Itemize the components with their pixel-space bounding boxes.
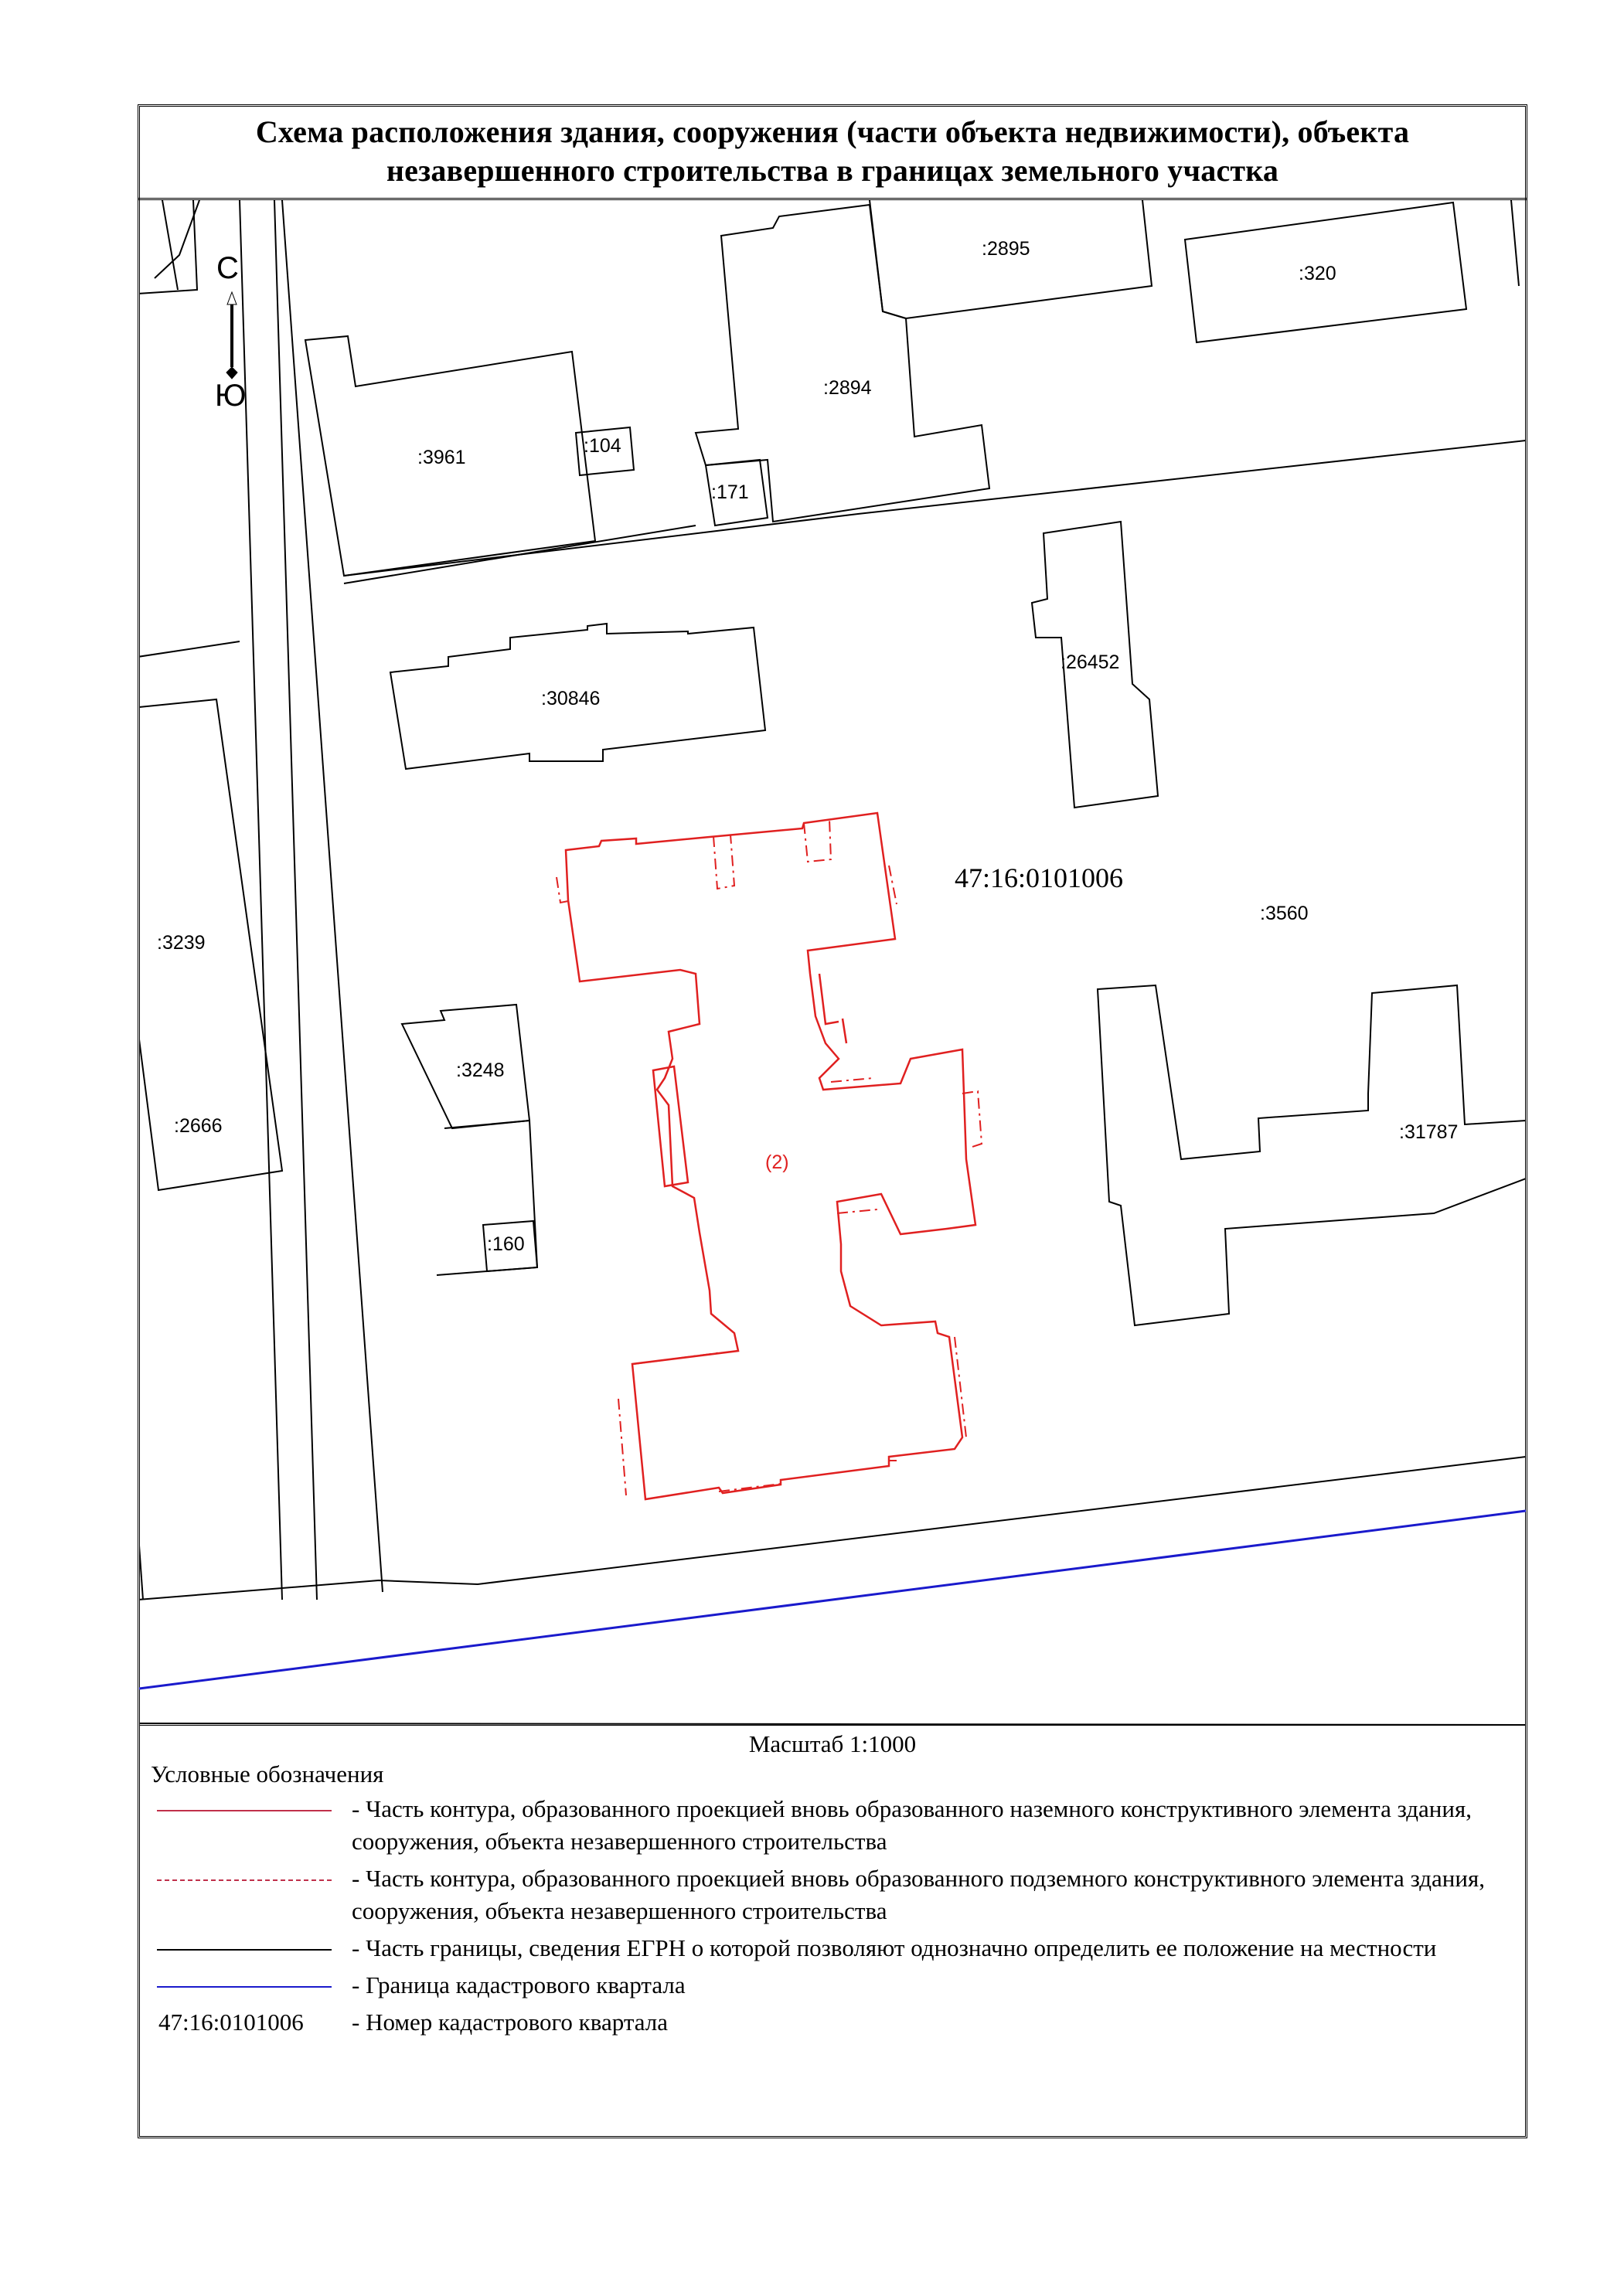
parcel-label-3248: :3248 (456, 1060, 505, 1081)
parcel-label-26452: :26452 (1061, 651, 1119, 673)
parcel-label-3961: :3961 (417, 447, 466, 468)
legend-symbol-underground-contour (151, 1862, 352, 1893)
title-box: Схема расположения здания, сооружения (ч… (138, 104, 1527, 200)
parcel-label-30846: :30846 (541, 688, 600, 709)
road-boundaries (139, 200, 1526, 1725)
page-frame (138, 104, 1527, 2138)
parcel-171 (704, 458, 769, 527)
parcel-label-104: :104 (584, 435, 621, 457)
building-contour (564, 811, 977, 1501)
parcel-label-2666: :2666 (174, 1115, 223, 1137)
parcel-label-3560: :3560 (1260, 903, 1309, 924)
scheme-title-line2: незавершенного строительства в границах … (386, 152, 1279, 188)
parcel-label-320: :320 (1299, 263, 1336, 284)
parcel-label-171: :171 (711, 481, 749, 503)
legend-text: - Часть границы, сведения ЕГРН о которой… (352, 1934, 1437, 1961)
north-label: С (216, 251, 239, 285)
legend-text: - Часть контура, образованного проекцией… (352, 1795, 1472, 1855)
quarter-number-label: 47:16:0101006 (955, 862, 1123, 893)
legend-item: - Граница кадастрового квартала (151, 1969, 1519, 2002)
building-label: (2) (765, 1151, 789, 1173)
parcel-26452 (1030, 520, 1159, 809)
legend: Условные обозначения - Часть контура, об… (151, 1760, 1519, 2043)
legend-symbol-quarter-boundary (151, 1969, 352, 2000)
legend-text: - Граница кадастрового квартала (352, 1971, 686, 1998)
legend-heading: Условные обозначения (151, 1760, 384, 1787)
legend-item: - Часть контура, образованного проекцией… (151, 1862, 1519, 1927)
parcel-label-31787: :31787 (1399, 1121, 1458, 1143)
parcel-label-2894: :2894 (823, 377, 872, 399)
legend-item: - Часть границы, сведения ЕГРН о которой… (151, 1932, 1519, 1964)
legend-item: 47:16:0101006 - Номер кадастрового кварт… (151, 2006, 1519, 2039)
parcel-31787 (1096, 984, 1526, 1327)
parcel-320 (1183, 201, 1468, 344)
parcel-label-3239: :3239 (157, 932, 206, 954)
south-label: Ю (215, 379, 246, 413)
legend-text: - Номер кадастрового квартала (352, 2009, 669, 2036)
quarter-boundary-line (139, 1509, 1526, 1690)
parcel-3961 (304, 335, 597, 577)
legend-item: - Часть контура, образованного проекцией… (151, 1793, 1519, 1858)
legend-symbol-egrn-boundary (151, 1932, 352, 1963)
scheme-title-line1: Схема расположения здания, сооружения (ч… (255, 114, 1410, 149)
legend-quarter-code: 47:16:0101006 (158, 2009, 304, 2036)
parcel-label-2895: :2895 (982, 238, 1030, 260)
parcel-2894 (694, 203, 991, 523)
north-arrow: С Ю (215, 251, 246, 413)
scale-label: Масштаб 1:1000 (139, 1725, 1526, 1758)
legend-symbol-ground-contour (151, 1793, 352, 1824)
parcel-30846 (389, 622, 767, 770)
parcel-160 (482, 1219, 539, 1273)
parcel-104 (574, 426, 635, 477)
parcel-label-160: :160 (487, 1233, 525, 1255)
parcel-3239 (139, 698, 284, 1192)
legend-text: - Часть контура, образованного проекцией… (352, 1865, 1485, 1924)
cadastral-map: С Ю :2895 :320 :2894 :3961 :104 :171 :26… (139, 200, 1526, 1725)
building-underground-contour (556, 818, 983, 1496)
